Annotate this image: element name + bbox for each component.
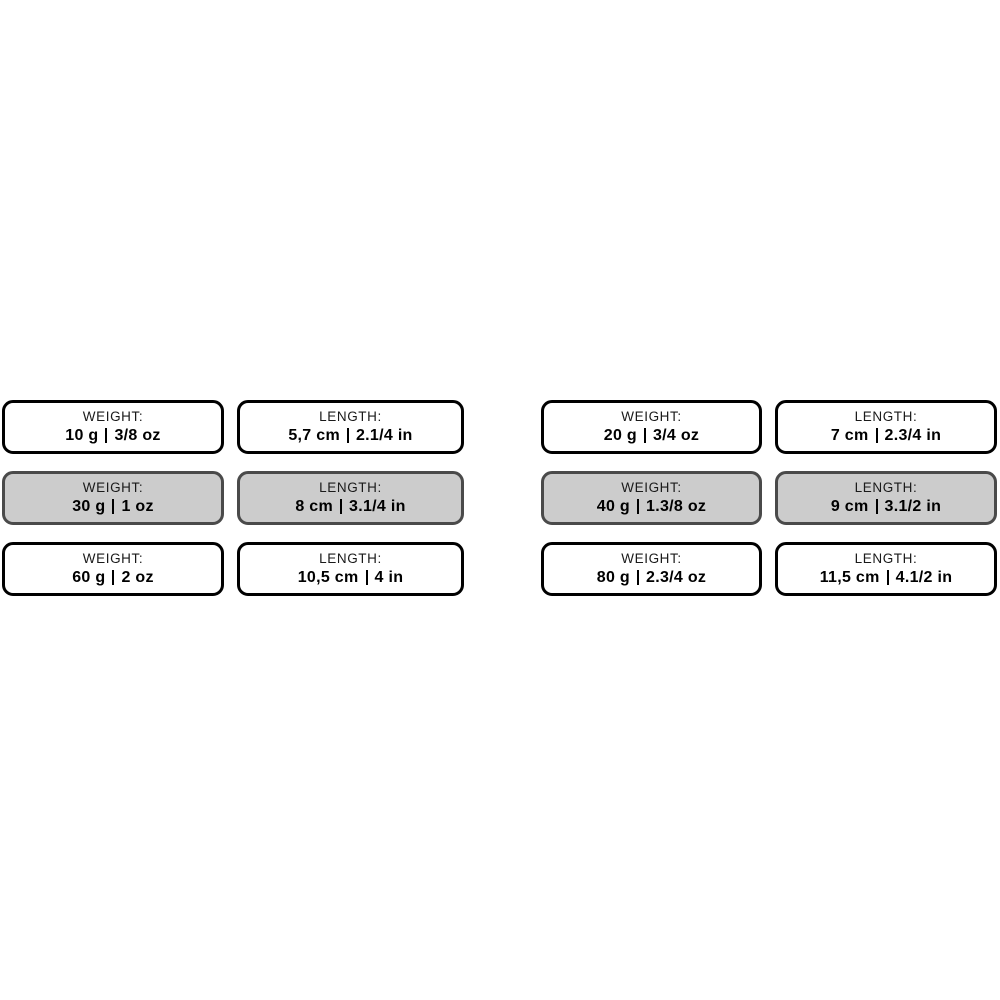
value-metric: 8 cm <box>295 497 333 515</box>
badge-value-length: 9 cm 3.1/2 in <box>830 497 942 515</box>
value-separator <box>105 428 108 444</box>
value-metric: 20 g <box>603 426 637 444</box>
value-imperial: 2 oz <box>121 568 154 586</box>
badge-value-length: 7 cm 2.3/4 in <box>830 426 942 444</box>
badge-value-weight: 10 g 3/8 oz <box>65 426 161 444</box>
value-separator <box>112 499 115 515</box>
weight-badge[interactable]: WEIGHT: 20 g 3/4 oz <box>541 400 762 454</box>
value-imperial: 2.1/4 in <box>355 426 413 444</box>
value-separator <box>346 428 349 444</box>
spec-group-right: WEIGHT: 20 g 3/4 oz LENGTH: 7 cm 2.3/4 i… <box>541 400 997 596</box>
value-separator <box>875 428 878 444</box>
value-metric: 7 cm <box>830 426 869 444</box>
badge-label-weight: WEIGHT: <box>82 480 144 496</box>
value-imperial: 3/4 oz <box>652 426 700 444</box>
spec-row: WEIGHT: 20 g 3/4 oz LENGTH: 7 cm 2.3/4 i… <box>541 400 997 454</box>
badge-label-weight: WEIGHT: <box>82 551 144 567</box>
value-separator <box>643 428 646 444</box>
value-imperial: 3.1/2 in <box>884 497 942 515</box>
value-separator <box>875 499 878 515</box>
badge-value-weight: 30 g 1 oz <box>72 497 154 515</box>
weight-badge[interactable]: WEIGHT: 80 g 2.3/4 oz <box>541 542 762 596</box>
length-badge[interactable]: LENGTH: 9 cm 3.1/2 in <box>775 471 997 525</box>
badge-value-length: 5,7 cm 2.1/4 in <box>288 426 413 444</box>
spec-row-highlighted: WEIGHT: 30 g 1 oz LENGTH: 8 cm 3.1/4 in <box>2 471 464 525</box>
badge-value-weight: 40 g 1.3/8 oz <box>596 497 707 515</box>
value-separator <box>112 570 115 586</box>
spec-group-left: WEIGHT: 10 g 3/8 oz LENGTH: 5,7 cm 2.1/4… <box>2 400 464 596</box>
badge-label-length: LENGTH: <box>319 551 382 567</box>
value-metric: 11,5 cm <box>819 568 880 586</box>
spec-row: WEIGHT: 10 g 3/8 oz LENGTH: 5,7 cm 2.1/4… <box>2 400 464 454</box>
badge-label-length: LENGTH: <box>854 480 918 496</box>
badge-value-weight: 60 g 2 oz <box>72 568 154 586</box>
spec-badge-band: WEIGHT: 10 g 3/8 oz LENGTH: 5,7 cm 2.1/4… <box>0 400 1000 600</box>
badge-label-weight: WEIGHT: <box>82 409 144 425</box>
length-badge[interactable]: LENGTH: 8 cm 3.1/4 in <box>237 471 464 525</box>
badge-value-length: 11,5 cm 4.1/2 in <box>819 568 953 586</box>
value-separator <box>340 499 342 515</box>
length-badge[interactable]: LENGTH: 5,7 cm 2.1/4 in <box>237 400 464 454</box>
value-metric: 60 g <box>72 568 106 586</box>
badge-label-length: LENGTH: <box>319 480 382 496</box>
spec-row: WEIGHT: 80 g 2.3/4 oz LENGTH: 11,5 cm 4.… <box>541 542 997 596</box>
value-imperial: 4.1/2 in <box>895 568 953 586</box>
value-imperial: 3.1/4 in <box>349 497 406 515</box>
badge-label-weight: WEIGHT: <box>621 551 682 567</box>
weight-badge[interactable]: WEIGHT: 30 g 1 oz <box>2 471 224 525</box>
length-badge[interactable]: LENGTH: 10,5 cm 4 in <box>237 542 464 596</box>
weight-badge[interactable]: WEIGHT: 40 g 1.3/8 oz <box>541 471 762 525</box>
spec-row-highlighted: WEIGHT: 40 g 1.3/8 oz LENGTH: 9 cm 3.1/2… <box>541 471 997 525</box>
weight-badge[interactable]: WEIGHT: 10 g 3/8 oz <box>2 400 224 454</box>
badge-value-length: 8 cm 3.1/4 in <box>295 497 406 515</box>
value-imperial: 1 oz <box>121 497 154 515</box>
value-separator <box>637 570 639 586</box>
length-badge[interactable]: LENGTH: 7 cm 2.3/4 in <box>775 400 997 454</box>
value-metric: 80 g <box>596 568 630 586</box>
badge-label-length: LENGTH: <box>854 551 918 567</box>
length-badge[interactable]: LENGTH: 11,5 cm 4.1/2 in <box>775 542 997 596</box>
badge-label-weight: WEIGHT: <box>621 480 682 496</box>
value-metric: 10,5 cm <box>297 568 359 586</box>
value-metric: 9 cm <box>830 497 869 515</box>
value-metric: 40 g <box>596 497 630 515</box>
value-imperial: 1.3/8 oz <box>646 497 707 515</box>
value-separator <box>637 499 639 515</box>
value-metric: 30 g <box>72 497 106 515</box>
spec-row: WEIGHT: 60 g 2 oz LENGTH: 10,5 cm 4 in <box>2 542 464 596</box>
badge-label-weight: WEIGHT: <box>621 409 682 425</box>
value-metric: 10 g <box>65 426 99 444</box>
badge-value-length: 10,5 cm 4 in <box>297 568 404 586</box>
value-imperial: 4 in <box>374 568 404 586</box>
weight-badge[interactable]: WEIGHT: 60 g 2 oz <box>2 542 224 596</box>
badge-label-length: LENGTH: <box>854 409 918 425</box>
value-imperial: 2.3/4 oz <box>646 568 707 586</box>
badge-value-weight: 80 g 2.3/4 oz <box>596 568 707 586</box>
badge-value-weight: 20 g 3/4 oz <box>603 426 700 444</box>
value-separator <box>365 570 368 586</box>
value-metric: 5,7 cm <box>288 426 340 444</box>
badge-label-length: LENGTH: <box>319 409 382 425</box>
value-imperial: 3/8 oz <box>114 426 161 444</box>
value-separator <box>886 570 889 586</box>
value-imperial: 2.3/4 in <box>884 426 942 444</box>
